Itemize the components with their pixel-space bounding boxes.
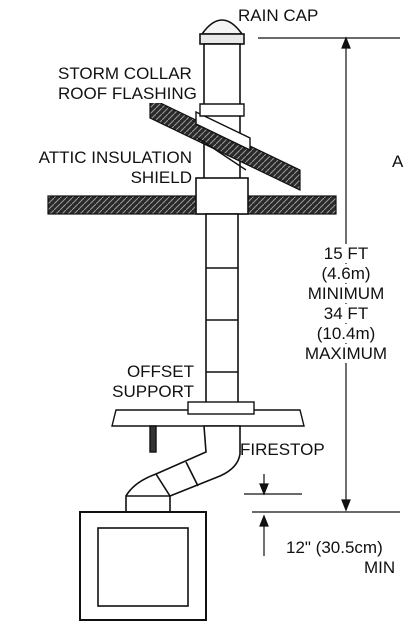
height-15ft-label: 15 FT	[300, 244, 392, 263]
roof-flashing	[149, 97, 301, 191]
offset-elbow	[125, 425, 241, 513]
clearance-12in-label: 12" (30.5cm)	[286, 538, 383, 557]
shield-label: SHIELD	[130, 168, 192, 187]
offset-label: OFFSET	[126, 362, 194, 381]
offset-support	[111, 401, 305, 453]
rain-cap-label: RAIN CAP	[238, 6, 319, 25]
firestop-label: FIRESTOP	[240, 440, 325, 459]
lower-chimney-pipe	[205, 213, 239, 413]
height-10-4m-label: (10.4m)	[300, 324, 392, 343]
min-label: MIN	[364, 558, 396, 577]
maximum-label: MAXIMUM	[300, 344, 392, 363]
attic-insulation-shield	[195, 177, 249, 215]
support-label: SUPPORT	[112, 382, 194, 401]
partial-edge-letter: A	[392, 152, 404, 171]
storm-collar-label: STORM COLLAR	[58, 64, 192, 83]
attic-insulation-label: ATTIC INSULATION	[38, 148, 192, 167]
minimum-label: MINIMUM	[300, 284, 392, 303]
roof-flashing-label: ROOF FLASHING	[58, 84, 197, 103]
ceiling-floor	[47, 195, 337, 215]
height-4-6m-label: (4.6m)	[300, 264, 392, 283]
fireplace-unit	[79, 511, 207, 621]
storm-collar	[197, 103, 247, 171]
height-34ft-label: 34 FT	[300, 304, 392, 323]
